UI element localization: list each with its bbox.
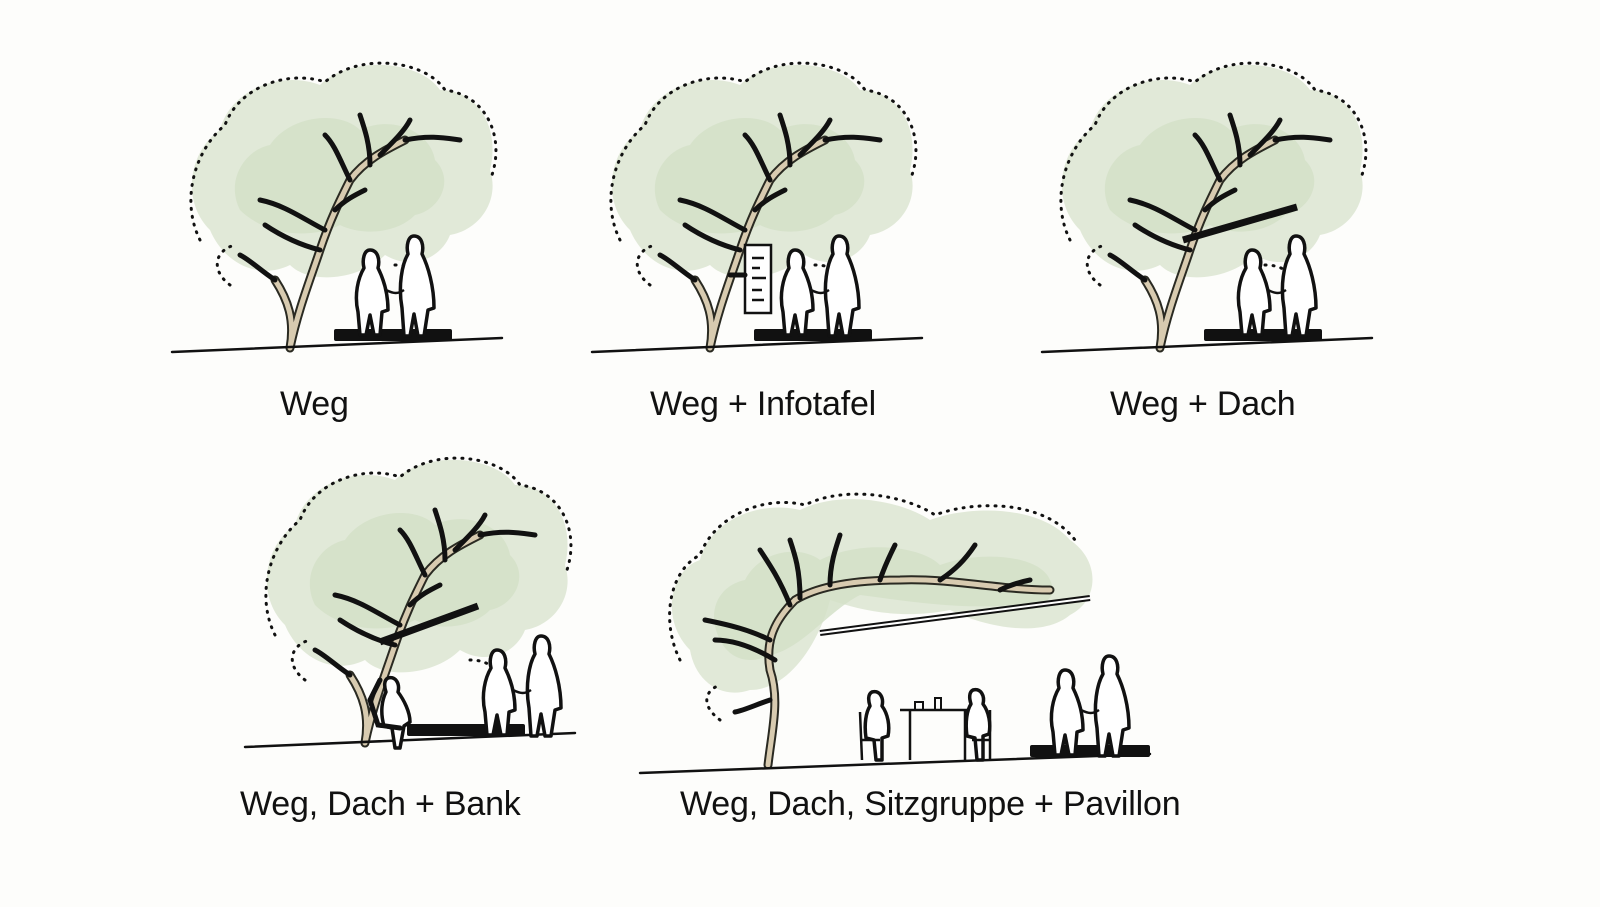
roof-icon [1182,203,1298,244]
panel-weg-dach-sitzgruppe-pavillon [638,492,1152,775]
people-illustration [481,634,563,738]
ground-path [243,722,577,749]
bench-with-person-icon [367,675,412,750]
ground-path [1040,327,1374,354]
panel-weg [170,63,504,354]
panel-weg-dach [1040,63,1374,354]
caption-weg-dach-bank: Weg, Dach + Bank [240,785,521,823]
ground-path [170,327,504,354]
caption-weg: Weg [280,385,349,423]
caption-weg-infotafel: Weg + Infotafel [650,385,877,423]
panel-weg-infotafel [590,63,924,354]
pavilion-roof-icon [819,595,1091,636]
caption-weg-dach-sitzgruppe-pavillon: Weg, Dach, Sitzgruppe + Pavillon [680,785,1181,823]
panel-weg-dach-bank [243,458,577,750]
people-illustration [1049,654,1131,758]
seating-group-icon [858,687,992,762]
tree-illustration [266,458,571,743]
ground-path [590,327,924,354]
info-board-icon [727,243,773,315]
roof-icon [378,602,480,646]
tree-illustration [191,63,496,348]
large-tree-illustration [668,492,1093,770]
caption-weg-dach: Weg + Dach [1110,385,1296,423]
tree-illustration [1061,63,1366,348]
